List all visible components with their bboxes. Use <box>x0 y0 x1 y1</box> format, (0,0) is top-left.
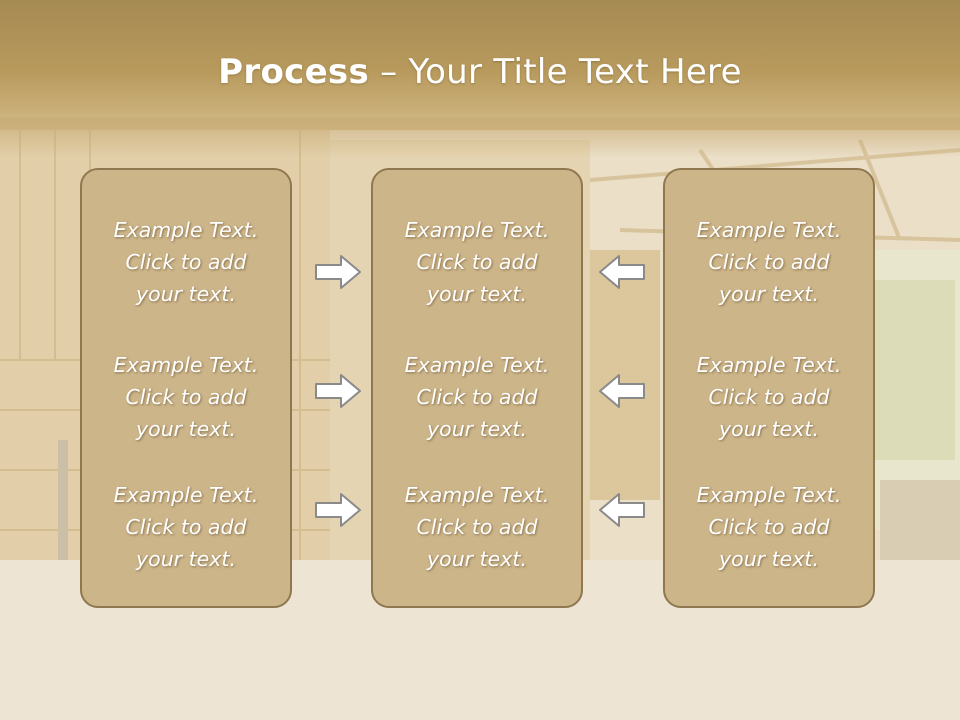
text-line: Example Text. <box>404 353 550 377</box>
title-bold: Process <box>218 52 370 92</box>
slide-title[interactable]: Process – Your Title Text Here <box>0 52 960 92</box>
panel-2-text-2[interactable]: Example Text. Click to add your text. <box>373 349 581 445</box>
text-line: Example Text. <box>696 353 842 377</box>
text-line: Click to add <box>416 515 538 539</box>
title-fade <box>0 118 960 158</box>
left-arrow-icon[interactable] <box>597 490 647 530</box>
text-line: Click to add <box>708 515 830 539</box>
text-line: your text. <box>427 282 527 306</box>
process-panel-2[interactable]: Example Text. Click to add your text. Ex… <box>371 168 583 608</box>
text-line: Click to add <box>708 385 830 409</box>
text-line: Example Text. <box>696 483 842 507</box>
text-line: Click to add <box>125 515 247 539</box>
panel-1-text-3[interactable]: Example Text. Click to add your text. <box>82 479 290 575</box>
panel-1-text-1[interactable]: Example Text. Click to add your text. <box>82 214 290 310</box>
process-panel-1[interactable]: Example Text. Click to add your text. Ex… <box>80 168 292 608</box>
text-line: Click to add <box>416 250 538 274</box>
text-line: your text. <box>719 547 819 571</box>
text-line: your text. <box>136 417 236 441</box>
right-arrow-icon[interactable] <box>313 490 363 530</box>
text-line: Example Text. <box>404 483 550 507</box>
left-arrow-icon[interactable] <box>597 252 647 292</box>
right-arrow-icon[interactable] <box>313 371 363 411</box>
text-line: your text. <box>719 282 819 306</box>
text-line: Click to add <box>708 250 830 274</box>
panel-2-text-1[interactable]: Example Text. Click to add your text. <box>373 214 581 310</box>
text-line: Click to add <box>416 385 538 409</box>
panel-1-text-2[interactable]: Example Text. Click to add your text. <box>82 349 290 445</box>
process-panel-3[interactable]: Example Text. Click to add your text. Ex… <box>663 168 875 608</box>
text-line: Click to add <box>125 385 247 409</box>
text-line: Example Text. <box>404 218 550 242</box>
panel-3-text-3[interactable]: Example Text. Click to add your text. <box>665 479 873 575</box>
text-line: Example Text. <box>696 218 842 242</box>
text-line: your text. <box>136 282 236 306</box>
title-band <box>0 0 960 130</box>
text-line: Example Text. <box>113 218 259 242</box>
text-line: Example Text. <box>113 483 259 507</box>
text-line: your text. <box>136 547 236 571</box>
panel-3-text-2[interactable]: Example Text. Click to add your text. <box>665 349 873 445</box>
text-line: your text. <box>427 547 527 571</box>
text-line: your text. <box>427 417 527 441</box>
text-line: Click to add <box>125 250 247 274</box>
text-line: Example Text. <box>113 353 259 377</box>
title-rest: – Your Title Text Here <box>369 52 742 92</box>
panel-2-text-3[interactable]: Example Text. Click to add your text. <box>373 479 581 575</box>
right-arrow-icon[interactable] <box>313 252 363 292</box>
text-line: your text. <box>719 417 819 441</box>
panel-3-text-1[interactable]: Example Text. Click to add your text. <box>665 214 873 310</box>
left-arrow-icon[interactable] <box>597 371 647 411</box>
